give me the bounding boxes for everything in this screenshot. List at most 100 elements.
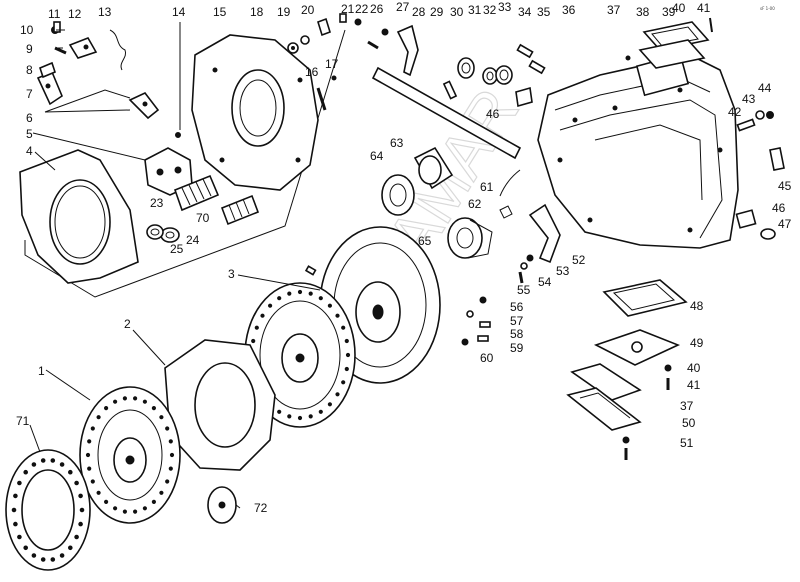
- rivet-hole: [268, 303, 273, 308]
- rivet-hole: [159, 490, 164, 495]
- washer-25: [146, 224, 164, 240]
- callout-42: 42: [728, 105, 742, 119]
- callout-9: 9: [26, 42, 33, 56]
- bearing-63: [413, 146, 454, 190]
- callout-20: 20: [301, 3, 315, 17]
- rivet-hole: [341, 325, 346, 330]
- rivet-hole: [335, 313, 340, 318]
- callout-70: 70: [196, 211, 210, 225]
- callout-13: 13: [98, 5, 112, 19]
- pin-16: [316, 87, 327, 111]
- rivet-hole: [151, 499, 156, 504]
- nut-27: [381, 28, 389, 36]
- key-30: [442, 80, 458, 100]
- rivet-hole: [113, 399, 118, 404]
- washer-24: [160, 227, 180, 243]
- callout-26: 26: [370, 2, 384, 16]
- washer-57: [466, 310, 474, 318]
- callout-52: 52: [572, 253, 586, 267]
- callout-31: 31: [468, 3, 482, 17]
- callout-46-side: 46: [772, 201, 786, 215]
- rivet-hole: [327, 303, 332, 308]
- bolt-59: [477, 335, 489, 342]
- clutch-cover: [191, 34, 319, 191]
- callout-71: 71: [16, 414, 30, 428]
- corner-code: sF 1-00: [760, 6, 775, 11]
- callout-62: 62: [468, 197, 482, 211]
- nut-53: [526, 254, 534, 262]
- nut-22: [354, 18, 362, 26]
- callout-47: 47: [778, 217, 792, 231]
- callout-14: 14: [172, 5, 186, 19]
- rivet-hole: [23, 469, 29, 475]
- gasket-48: [602, 279, 688, 317]
- callout-7: 7: [26, 87, 33, 101]
- callout-57: 57: [510, 314, 524, 328]
- bearing-65: [447, 217, 493, 259]
- cover-49: [593, 329, 681, 366]
- callout-23: 23: [150, 196, 164, 210]
- callout-63: 63: [390, 136, 404, 150]
- bolt-54: [520, 262, 528, 270]
- callout-27: 27: [396, 0, 410, 14]
- rivet-hole: [308, 291, 313, 296]
- callout-38: 38: [636, 5, 650, 19]
- driven-disc-front: [79, 386, 181, 524]
- rivet-hole: [165, 479, 170, 484]
- adjust-bolt-12: [68, 37, 98, 59]
- rivet-hole: [277, 296, 282, 301]
- eye-bolt-8: [39, 61, 56, 79]
- rivet-hole: [50, 458, 56, 463]
- bush-46-side: [735, 209, 757, 229]
- screw-11: [53, 21, 61, 33]
- callout-15: 15: [213, 5, 227, 19]
- gasket-39: [638, 39, 706, 69]
- cap-47: [760, 228, 776, 240]
- rivet-hole: [74, 534, 79, 540]
- callout-40-a: 40: [687, 361, 701, 375]
- bolt-40-b: [622, 436, 630, 444]
- rivet-hole: [87, 466, 92, 471]
- rivet-hole: [345, 352, 351, 358]
- callout-34: 34: [518, 5, 532, 19]
- washer-43: [755, 110, 765, 120]
- callout-56: 56: [510, 300, 524, 314]
- rivet-hole: [165, 426, 170, 431]
- rivet-hole: [251, 338, 256, 344]
- rivet-hole: [308, 414, 313, 419]
- rivet-hole: [78, 521, 83, 527]
- rivet-hole: [254, 325, 259, 330]
- rivet-hole: [133, 396, 138, 401]
- callout-61: 61: [480, 180, 494, 194]
- callout-43: 43: [742, 92, 756, 106]
- rivet-hole: [87, 439, 92, 444]
- spring-clip-13: [109, 29, 127, 71]
- rivet-hole: [122, 396, 128, 401]
- rivet-hole: [13, 493, 18, 499]
- rivet-hole: [344, 366, 349, 372]
- bolt-37: [625, 55, 631, 61]
- nut-44: [766, 111, 774, 119]
- hose-61: [499, 169, 521, 197]
- rivet-hole: [133, 509, 138, 514]
- rivet-hole: [287, 414, 292, 419]
- rivet-hole: [142, 399, 147, 404]
- callout-5: 5: [26, 127, 33, 141]
- rivet-hole: [17, 534, 22, 540]
- callout-55: 55: [517, 283, 531, 297]
- rivet-hole: [169, 452, 175, 458]
- callout-49: 49: [690, 336, 704, 350]
- seal-31: [457, 57, 475, 79]
- rivet-hole: [318, 409, 323, 414]
- rivet-hole: [59, 462, 65, 467]
- callout-1: 1: [38, 364, 45, 378]
- release-lever-7: [36, 70, 63, 106]
- rivet-hole: [78, 493, 83, 499]
- rivet-hole: [341, 380, 346, 385]
- rivet-hole: [50, 557, 56, 562]
- lining-holes: [11, 458, 85, 562]
- callout-72: 72: [254, 501, 268, 515]
- callout-41-a: 41: [687, 378, 701, 392]
- callout-40: 40: [672, 1, 686, 15]
- rivet-hole: [79, 507, 85, 513]
